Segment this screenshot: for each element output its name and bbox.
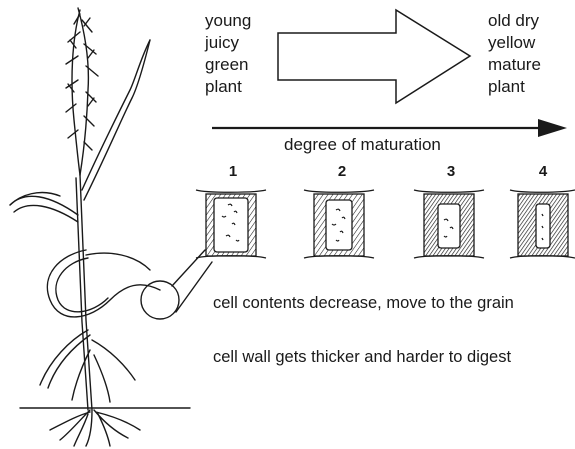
caption-cell-wall: cell wall gets thicker and harder to dig… xyxy=(213,346,511,368)
caption-cell-contents: cell contents decrease, move to the grai… xyxy=(213,292,514,314)
cell-stage-3 xyxy=(414,190,484,258)
cell-stage-4 xyxy=(510,190,575,258)
cell-stage-1 xyxy=(196,190,266,258)
cell-stage-2 xyxy=(304,190,374,258)
